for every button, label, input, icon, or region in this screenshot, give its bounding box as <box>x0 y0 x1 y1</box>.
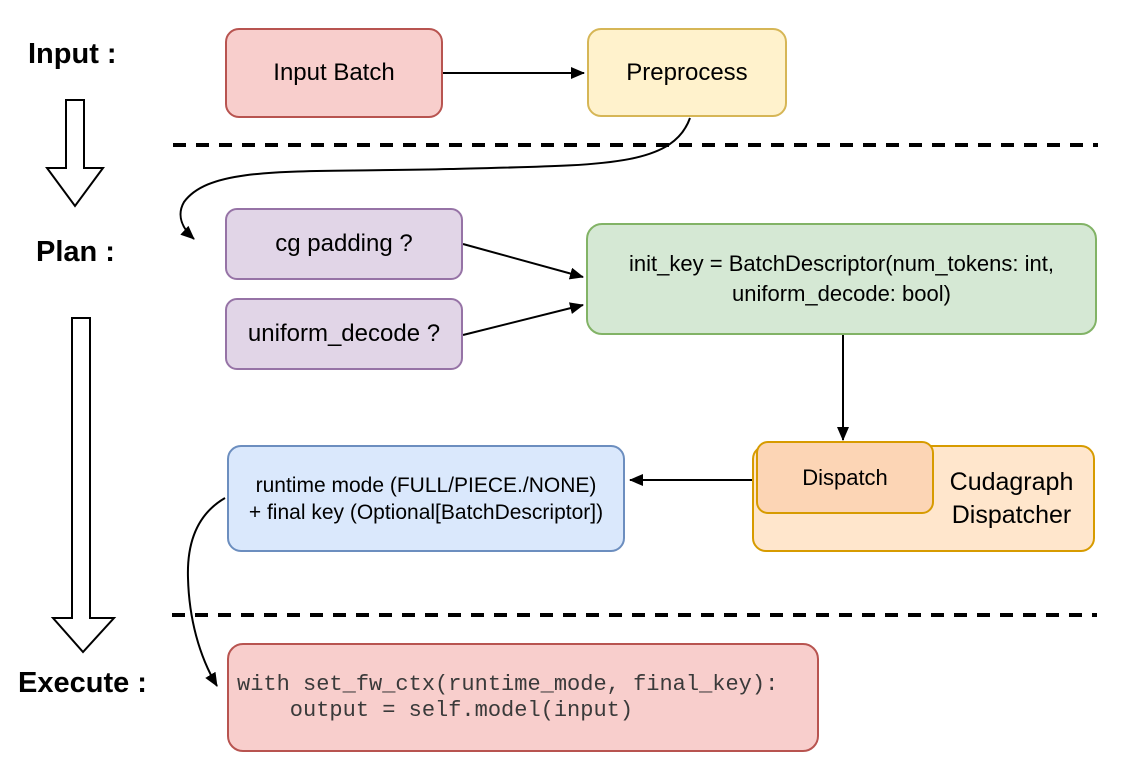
node-uniform-decode: uniform_decode ? <box>225 298 463 370</box>
node-cg-padding: cg padding ? <box>225 208 463 280</box>
node-input-batch-label: Input Batch <box>273 59 395 86</box>
plan-stage-down-arrow-icon <box>50 317 117 654</box>
node-runtime-mode: runtime mode (FULL/PIECE./NONE) + final … <box>227 445 625 552</box>
stage-label-execute: Execute : <box>18 667 147 699</box>
arrow-runtimemode-to-executecode <box>186 497 226 687</box>
node-execute-code: with set_fw_ctx(runtime_mode, final_key)… <box>227 643 819 752</box>
node-uniform-decode-label: uniform_decode ? <box>247 320 441 347</box>
node-runtime-mode-line2: + final key (Optional[BatchDescriptor]) <box>248 500 604 524</box>
node-preprocess: Preprocess <box>587 28 787 117</box>
node-runtime-mode-line1: runtime mode (FULL/PIECE./NONE) <box>255 473 597 497</box>
node-init-key-line2: uniform_decode: bool) <box>732 281 951 306</box>
node-dispatch-label: Dispatch <box>802 464 888 490</box>
arrow-uniformdecode-to-initkey <box>462 302 584 336</box>
node-preprocess-label: Preprocess <box>626 58 748 86</box>
arrow-cgpadding-to-initkey <box>462 243 584 280</box>
input-stage-down-arrow-icon <box>45 99 105 208</box>
node-init-key-line1: init_key = BatchDescriptor(num_tokens: i… <box>629 251 1054 276</box>
node-execute-code-line1: with set_fw_ctx(runtime_mode, final_key)… <box>237 671 779 697</box>
node-cudagraph-dispatcher-label: Cudagraph Dispatcher <box>949 467 1074 529</box>
node-init-key: init_key = BatchDescriptor(num_tokens: i… <box>586 223 1097 335</box>
node-execute-code-line2: output = self.model(input) <box>237 697 634 723</box>
node-input-batch: Input Batch <box>225 28 443 118</box>
node-cg-padding-label: cg padding ? <box>275 230 413 257</box>
stage-label-plan: Plan : <box>36 236 115 268</box>
stage-label-input: Input : <box>28 38 117 70</box>
arrow-preprocess-to-cgpadding <box>179 117 691 240</box>
node-dispatch: Dispatch <box>756 441 934 514</box>
